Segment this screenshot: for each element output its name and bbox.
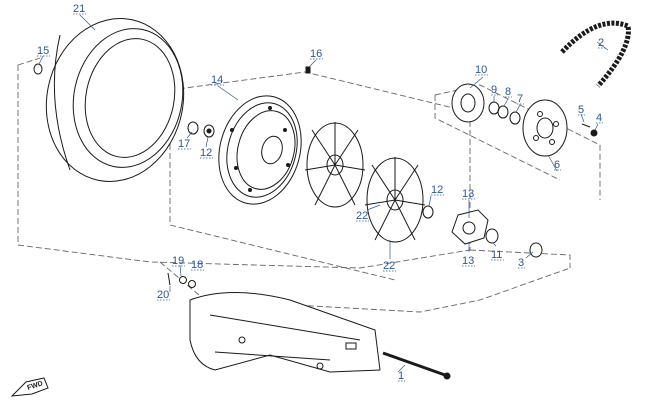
callout-8: 8	[505, 86, 511, 98]
callout-6: 6	[554, 159, 560, 171]
rear-axle	[382, 351, 451, 380]
callout-3: 3	[518, 257, 524, 269]
callout-11: 11	[491, 249, 502, 261]
callout-12-right: 12	[431, 184, 443, 196]
fwd-label: FWD	[26, 380, 43, 392]
callout-15: 16	[310, 48, 322, 60]
bearings	[33, 63, 543, 258]
callout-1: 1	[398, 370, 404, 382]
callout-5: 5	[578, 104, 584, 116]
callout-14: 14	[211, 74, 223, 86]
sprocket-carrier	[451, 83, 521, 125]
wheel-rim	[218, 95, 302, 205]
callout-21-bottom: 22	[383, 260, 395, 272]
callout-2: 2	[598, 37, 604, 49]
callout-20: 20	[157, 289, 169, 301]
fwd-arrow: FWD	[10, 377, 49, 397]
assembly-outlines	[17, 57, 601, 313]
callout-19: 19	[172, 255, 184, 267]
callout-4: 4	[596, 112, 602, 124]
sprocket-bolts	[581, 123, 598, 137]
callout-12-left: 12	[200, 147, 212, 159]
adjuster-parts	[167, 272, 196, 288]
callout-10: 10	[475, 64, 487, 76]
spoke-set-right	[364, 157, 426, 243]
callout-13-bottom: 13	[462, 255, 474, 267]
hub-damper	[451, 209, 489, 245]
callout-7: 7	[517, 93, 523, 105]
callout-17: 15	[37, 45, 49, 57]
callout-18: 18	[191, 259, 203, 271]
callout-21-top: 21	[73, 3, 85, 15]
callout-16: 17	[178, 138, 190, 150]
spoke-set-left	[304, 122, 366, 208]
callouts: 21 15 14 16 17 12 12 22 22 13 13 11 10 9…	[37, 3, 605, 382]
leader-lines	[38, 14, 609, 373]
callout-22: 22	[356, 210, 368, 222]
callout-9: 9	[491, 84, 497, 96]
swingarm	[189, 292, 381, 373]
tire	[45, 18, 185, 182]
drive-chain	[560, 20, 631, 88]
rear-sprocket	[522, 99, 568, 157]
callout-13-top: 13	[462, 188, 474, 200]
